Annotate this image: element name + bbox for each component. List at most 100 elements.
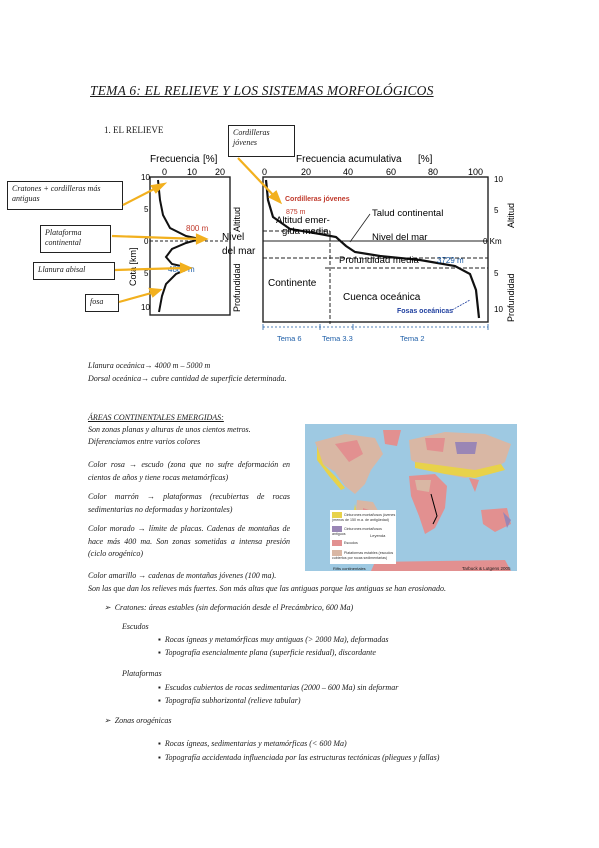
relieves-line: Son las que dan los relieves más fuertes… (88, 584, 446, 593)
cratones-text: Cratones: áreas estables (sin deformació… (114, 603, 354, 612)
fosas-pointer (451, 299, 471, 311)
left-tick-y-10b: 10 (141, 303, 150, 312)
label-altitud-media: Altitud emer- (276, 215, 330, 226)
callout-arrows (111, 157, 283, 304)
left-cota-label: Cota [km] (128, 247, 138, 286)
hypsometric-figure: Frecuencia [%] 0 10 20 10 5 0 5 10 Cota … (111, 154, 516, 343)
legend-row-shield: Escudos (332, 540, 358, 546)
legend-platform: Plataformas estables (escudos cubiertos … (332, 550, 394, 560)
right-frame (262, 176, 489, 323)
left-tick-x-20: 20 (215, 167, 225, 177)
label-nivel: Nivel (222, 232, 244, 243)
escudos-b2-text: Topografía esencialmente plana (superfic… (164, 648, 376, 657)
callout-cordilleras: Cordilleras jóvenes (228, 125, 295, 157)
areas-heading: ÁREAS CONTINENTALES EMERGIDAS: (88, 413, 224, 422)
map-antarctica (371, 560, 511, 571)
map-rift (430, 493, 438, 525)
left-frame (149, 176, 231, 316)
left-unit: [%] (203, 154, 218, 165)
zonas-bullet-2: ▪ Topografía accidentada influenciada po… (158, 752, 439, 763)
label-profundidad-media: Profundidad media (339, 255, 419, 266)
label-cuenca: Cuenca oceánica (343, 292, 421, 303)
zonas-item: ➢ Zonas orogénicas (104, 715, 172, 726)
llanura-oceanica-line: Llanura oceánica→ 4000 m – 5000 m (88, 361, 211, 370)
left-profundidad-label: Profundidad (232, 263, 242, 312)
label-cordilleras-jovenes: Cordilleras jóvenes (285, 196, 350, 203)
plataformas-heading: Plataformas (122, 669, 162, 678)
legend-swatch-young (332, 512, 342, 518)
map-baltic-shield (425, 438, 445, 452)
map-greenland (383, 430, 401, 446)
right-profundidad-label: Profundidad (506, 273, 516, 322)
legend-row-old: Cinturones montañosos antiguos (332, 526, 396, 536)
left-frequency-curve (157, 179, 201, 313)
square-bullet-icon: ▪ (158, 753, 165, 762)
legend-rift: Rifts continentales (333, 566, 366, 571)
color-morado-paragraph: Color morado → límite de placas. Cadenas… (88, 524, 290, 558)
legend-shield: Escudos (344, 540, 358, 545)
map-north-america (315, 434, 383, 494)
tema-33: Tema 3.3 (322, 334, 353, 343)
right-tick-y-10t: 10 (494, 175, 503, 184)
left-tick-y-10t: 10 (141, 173, 150, 182)
page-title: TEMA 6: EL RELIEVE Y LOS SISTEMAS MORFOL… (90, 83, 434, 98)
legend-row-platform: Plataformas estables (escudos cubiertos … (332, 550, 396, 560)
zonas-text: Zonas orogénicas (114, 716, 172, 725)
right-hypsometric-curve (264, 179, 481, 319)
talud-pointer (349, 213, 371, 243)
map-cordillera-na (317, 446, 345, 490)
areas-line-1: Son zonas planas y alturas de unos cient… (88, 425, 251, 434)
escudos-heading: Escudos (122, 622, 149, 631)
right-tick-y-5b: 5 (494, 269, 499, 278)
legend-title: Leyenda (370, 533, 386, 538)
label-3729: 3729 m (437, 256, 464, 265)
right-tick-x-40: 40 (343, 167, 353, 177)
right-header: Frecuencia acumulativa (296, 154, 402, 165)
square-bullet-icon: ▪ (158, 739, 165, 748)
mark-800: 800 m (186, 224, 209, 233)
arrow-bullet-icon: ➢ (104, 603, 115, 612)
dorsal-oceanica-line: Dorsal oceánica→ cubre cantidad de super… (88, 374, 287, 383)
plataformas-bullet-1: ▪ Escudos cubiertos de rocas sedimentari… (158, 682, 398, 693)
section-heading-relieve: 1. EL RELIEVE (104, 125, 164, 135)
plat-b1-text: Escudos cubiertos de rocas sedimentarias… (164, 683, 399, 692)
label-continente: Continente (268, 278, 317, 289)
color-rosa-paragraph: Color rosa → escudo (zona que no sufre d… (88, 460, 290, 482)
zonas-bullet-1: ▪ Rocas ígneas, sedimentarias y metamórf… (158, 738, 347, 749)
label-altitud-media-2: gida media (282, 226, 329, 237)
right-tick-x-0: 0 (262, 167, 267, 177)
arrow-bullet-icon: ➢ (104, 716, 115, 725)
square-bullet-icon: ▪ (158, 696, 165, 705)
right-tick-x-20: 20 (301, 167, 311, 177)
plat-b2-text: Topografía subhorizontal (relieve tabula… (164, 696, 301, 705)
legend-swatch-old (332, 526, 342, 532)
map-credit: Tarbuck & Lutgens 2005 (462, 566, 511, 571)
square-bullet-icon: ▪ (158, 648, 165, 657)
right-tick-x-100: 100 (468, 167, 483, 177)
label-del-mar: del mar (222, 246, 256, 257)
right-unit: [%] (418, 154, 433, 165)
callout-llanura: Llanura abisal (33, 262, 115, 280)
left-altitud-label: Altitud (232, 207, 242, 232)
zonas-b1-text: Rocas ígneas, sedimentarias y metamórfic… (164, 739, 347, 748)
label-nivel-del-mar: Nivel del mar (372, 232, 427, 243)
tema-2: Tema 2 (400, 334, 425, 343)
label-875: 875 m (286, 209, 306, 216)
legend-row-young: Cinturones montañosos jóvenes (menos de … (332, 512, 396, 522)
map-canadian-shield (335, 440, 363, 462)
right-tick-x-80: 80 (428, 167, 438, 177)
square-bullet-icon: ▪ (158, 635, 165, 644)
legend-old: Cinturones montañosos antiguos (332, 526, 382, 536)
right-tick-y-10b: 10 (494, 305, 503, 314)
callout-fosa: fosa (85, 294, 119, 312)
right-altitud-label: Altitud (506, 203, 516, 228)
map-ural (455, 442, 477, 454)
map-india (469, 478, 479, 492)
right-tick-y-0: 0 Km (483, 237, 502, 246)
left-tick-y-5t: 5 (144, 205, 149, 214)
legend-swatch-platform (332, 550, 342, 556)
callout-cratones: Cratones + cordilleras más antiguas (7, 181, 123, 210)
left-tick-x-10: 10 (187, 167, 197, 177)
left-header: Frecuencia (150, 154, 200, 165)
cratones-item: ➢ Cratones: áreas estables (sin deformac… (104, 602, 353, 613)
